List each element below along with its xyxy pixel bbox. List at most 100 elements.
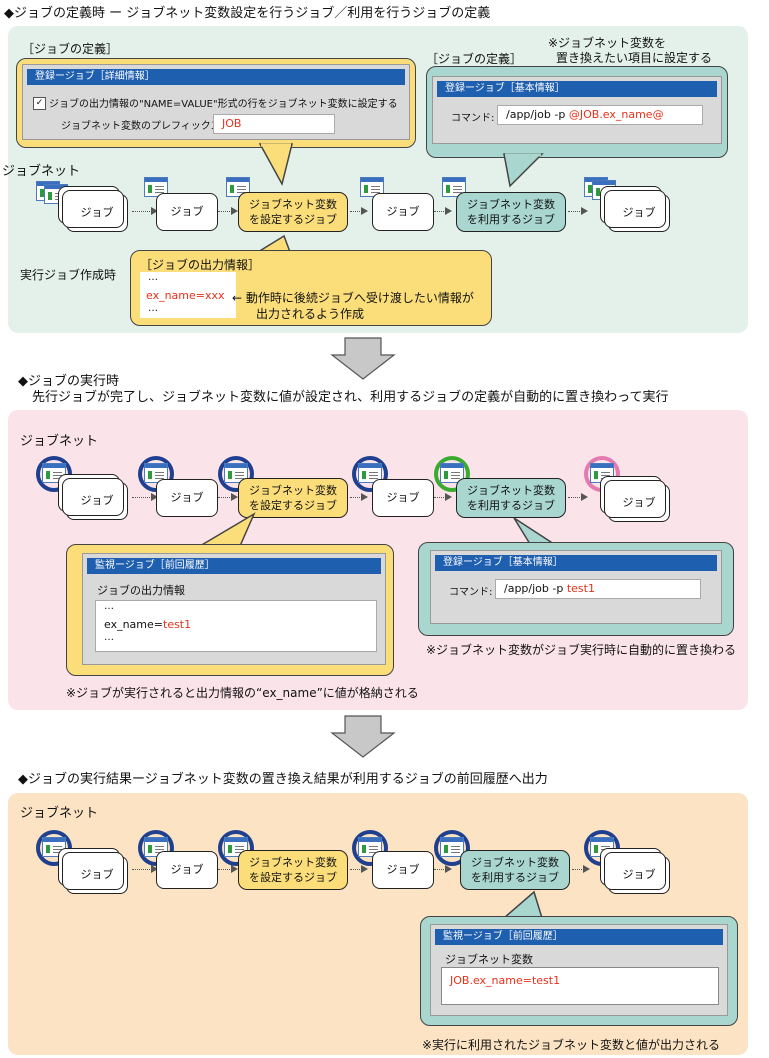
jobnet3-job-4[interactable]: ジョブ [600, 848, 670, 894]
command-text: /app/job -p [506, 108, 569, 121]
job-icon [224, 837, 248, 857]
output-info-label: ［ジョブの出力情報］ [140, 258, 261, 272]
basic-window: 登録ージョブ［基本情報］ コマンド: /app/job -p @JOB.ex_n… [432, 76, 722, 144]
jobnet1-job-1[interactable]: ジョブ [58, 186, 128, 232]
set-job-line2: を設定するジョブ [249, 871, 337, 884]
jobnet3-job-3[interactable]: ジョブ [372, 851, 434, 889]
set-job-line2: を設定するジョブ [249, 213, 337, 226]
output-dots-2: … [104, 632, 114, 643]
jobnet2-job-1[interactable]: ジョブ [58, 474, 128, 520]
arrow-note-line1: ← 動作時に後続ジョブへ受け渡したい情報が [232, 291, 474, 305]
output-dots-2: … [148, 303, 158, 314]
command-variable: @JOB.ex_name@ [568, 108, 664, 121]
jobnet-var-value: JOB.ex_name=test1 [450, 974, 561, 987]
output-area: … ex_name=test1 … [95, 600, 377, 652]
arrow [350, 207, 368, 215]
arrow-note-line2: 出力されるよう作成 [256, 307, 365, 321]
command-variable: test1 [566, 582, 595, 595]
jobnet-label-2: ジョブネット [20, 434, 99, 449]
note-top-line2: 置き換えたい項目に設定する [556, 51, 713, 65]
detail-window: 登録ージョブ［詳細情報］ ✓ ジョブの出力情報の"NAME=VALUE"形式の行… [22, 64, 410, 140]
job-icon [358, 463, 382, 483]
jobnet1-use-var-job[interactable]: ジョブネット変数を利用するジョブ [456, 192, 566, 232]
use-job-line2: を利用するジョブ [467, 213, 555, 226]
output-box [140, 272, 236, 318]
job-def-label-right: ［ジョブの定義］ [426, 52, 523, 66]
arrow [568, 207, 588, 215]
status-ring-green [434, 456, 470, 492]
set-job-line1: ジョブネット変数 [249, 198, 337, 211]
status-ring-blue [352, 830, 388, 866]
down-arrow-1 [330, 337, 396, 380]
jobnet2-set-var-job[interactable]: ジョブネット変数を設定するジョブ [238, 478, 348, 518]
jobnet3-use-var-job[interactable]: ジョブネット変数を利用するジョブ [460, 850, 570, 890]
note-top-line1: ※ジョブネット変数を [548, 36, 667, 50]
jobnet3-job-2[interactable]: ジョブ [156, 851, 218, 889]
command-text: /app/job -p [504, 582, 567, 595]
jobnet2-job-3[interactable]: ジョブ [372, 479, 434, 517]
basic2-window-title: 登録ージョブ［基本情報］ [435, 555, 717, 571]
command-input[interactable]: /app/job -p @JOB.ex_name@ [497, 105, 703, 125]
prefix-label: ジョブネット変数のプレフィックス [61, 121, 221, 132]
command-input[interactable]: /app/job -p test1 [495, 579, 701, 599]
arrow [434, 493, 452, 501]
checkbox-checked[interactable]: ✓ [33, 97, 46, 110]
exec-create-label: 実行ジョブ作成時 [20, 268, 117, 282]
jobnet3-set-var-job[interactable]: ジョブネット変数を設定するジョブ [238, 850, 348, 890]
use-job-line2: を利用するジョブ [471, 871, 559, 884]
section3-header: ◆ジョブの実行結果ージョブネット変数の置き換え結果が利用するジョブの前回履歴へ出… [18, 772, 548, 787]
section1-header: ◆ジョブの定義時 ー ジョブネット変数設定を行うジョブ／利用を行うジョブの定義 [4, 6, 491, 21]
section2-header: ◆ジョブの実行時 [18, 374, 119, 389]
checkbox-label: ジョブの出力情報の"NAME=VALUE"形式の行をジョブネット変数に設定する [49, 99, 398, 110]
arrow [132, 207, 158, 215]
jobnet2-job-2[interactable]: ジョブ [156, 479, 218, 517]
use-job-line1: ジョブネット変数 [467, 198, 555, 211]
arrow [434, 865, 452, 873]
arrow [132, 865, 158, 873]
prefix-input[interactable]: JOB [213, 114, 335, 134]
set-job-line2: を設定するジョブ [249, 499, 337, 512]
jobnet1-set-var-job[interactable]: ジョブネット変数を設定するジョブ [238, 192, 348, 232]
basic-callout-tail [503, 153, 544, 188]
status-ring-blue [218, 456, 254, 492]
use-job-line1: ジョブネット変数 [467, 484, 555, 497]
status-ring-blue [352, 456, 388, 492]
arrow [218, 865, 238, 873]
detail-callout-tail [258, 143, 293, 187]
output-dots-1: … [148, 272, 158, 283]
output-ex-name: ex_name=test1 [104, 618, 191, 631]
note-bottom-2: ※ジョブが実行されると出力情報の“ex_name”に値が格納される [66, 686, 419, 700]
arrow [434, 207, 452, 215]
jobnet1-job-4[interactable]: ジョブ [600, 186, 670, 232]
arrow [218, 493, 238, 501]
jobnet1-job-3[interactable]: ジョブ [372, 193, 434, 231]
command-label: コマンド: [449, 587, 493, 598]
jobnet2-job-4[interactable]: ジョブ [600, 476, 670, 522]
job-icon [440, 463, 464, 483]
down-arrow-2 [330, 715, 396, 758]
job-icon [440, 837, 464, 857]
arrow [132, 493, 158, 501]
status-ring-blue [434, 830, 470, 866]
jobnet-var-heading: ジョブネット変数 [445, 953, 533, 966]
detail-window-title: 登録ージョブ［詳細情報］ [27, 69, 405, 85]
use-job-line2: を利用するジョブ [467, 499, 555, 512]
job-def-label-left: ［ジョブの定義］ [22, 42, 119, 56]
jobnet2-use-var-job[interactable]: ジョブネット変数を利用するジョブ [456, 478, 566, 518]
arrow [218, 207, 238, 215]
jobnet-label-1: ジョブネット [2, 164, 81, 179]
result-window-title: 監視ージョブ［前回履歴］ [435, 929, 723, 945]
output-dots-1: … [104, 601, 114, 612]
monitor-callout-tail [197, 512, 256, 547]
section2-sub: 先行ジョブが完了し、ジョブネット変数に値が設定され、利用するジョブの定義が自動的… [32, 390, 669, 405]
arrow [568, 493, 588, 501]
jobnet-var-area: JOB.ex_name=test1 [441, 967, 719, 1005]
basic-window-title: 登録ージョブ［基本情報］ [437, 81, 717, 97]
ex-name-key: ex_name= [104, 618, 163, 631]
monitor-window: 監視ージョブ［前回履歴］ ジョブの出力情報 … ex_name=test1 … [82, 553, 386, 665]
ex-name-value: test1 [163, 618, 192, 631]
command-label: コマンド: [451, 113, 495, 124]
jobnet3-job-1[interactable]: ジョブ [58, 848, 128, 894]
jobnet1-job-2[interactable]: ジョブ [156, 193, 218, 231]
note-bottom-3: ※実行に利用されたジョブネット変数と値が出力される [422, 1038, 721, 1052]
